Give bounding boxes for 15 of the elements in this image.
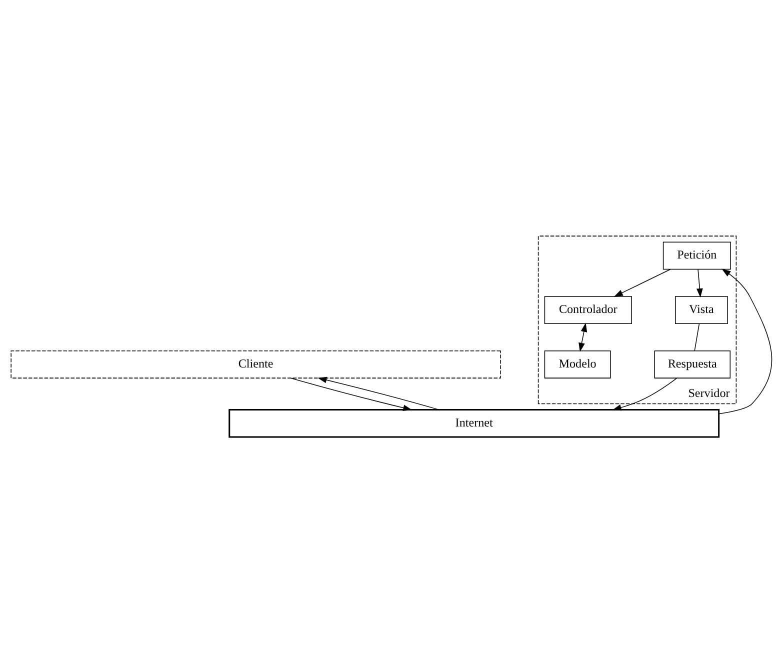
arrow (612, 377, 678, 410)
node-box: Vista (675, 296, 728, 324)
node-box: Modelo (544, 350, 611, 378)
node-box: Internet (228, 408, 720, 438)
arrow (696, 268, 703, 298)
arrow (718, 268, 772, 414)
node-box: Controlador (544, 296, 632, 324)
node-box: Petición (662, 241, 731, 270)
node-box: Cliente (10, 350, 501, 378)
node-box: Respuesta (654, 350, 731, 378)
arrow (318, 376, 440, 410)
arrow (614, 268, 671, 296)
connector (694, 323, 700, 351)
arrow (578, 322, 588, 352)
arrow (290, 377, 412, 410)
